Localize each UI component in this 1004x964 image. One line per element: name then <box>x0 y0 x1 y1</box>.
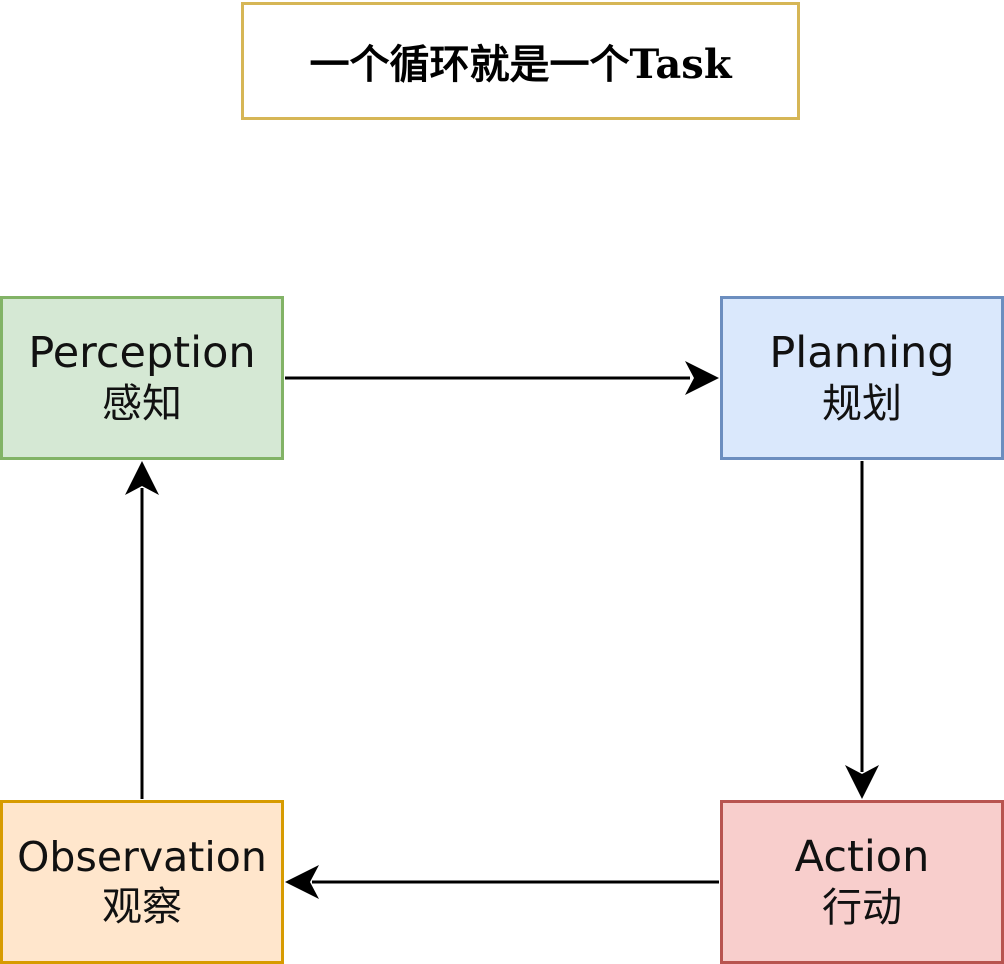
node-action: Action 行动 <box>720 800 1004 964</box>
arrow-perception-to-planning <box>285 361 719 395</box>
node-observation-label-zh: 观察 <box>102 883 182 930</box>
diagram-title-box: 一个循环就是一个Task <box>241 2 800 120</box>
node-planning-label-en: Planning <box>769 328 955 379</box>
node-perception-label-zh: 感知 <box>102 380 182 427</box>
node-perception-label-en: Perception <box>28 328 256 379</box>
node-action-label-en: Action <box>794 832 930 883</box>
node-action-label-zh: 行动 <box>822 884 902 931</box>
node-planning-label-zh: 规划 <box>822 380 902 427</box>
node-observation-label-en: Observation <box>17 833 267 882</box>
arrow-observation-to-perception <box>125 461 159 799</box>
diagram-title: 一个循环就是一个Task <box>309 41 732 88</box>
node-observation: Observation 观察 <box>0 800 284 964</box>
arrow-action-to-observation <box>285 865 719 899</box>
node-planning: Planning 规划 <box>720 296 1004 460</box>
arrow-planning-to-action <box>845 461 879 799</box>
node-perception: Perception 感知 <box>0 296 284 460</box>
